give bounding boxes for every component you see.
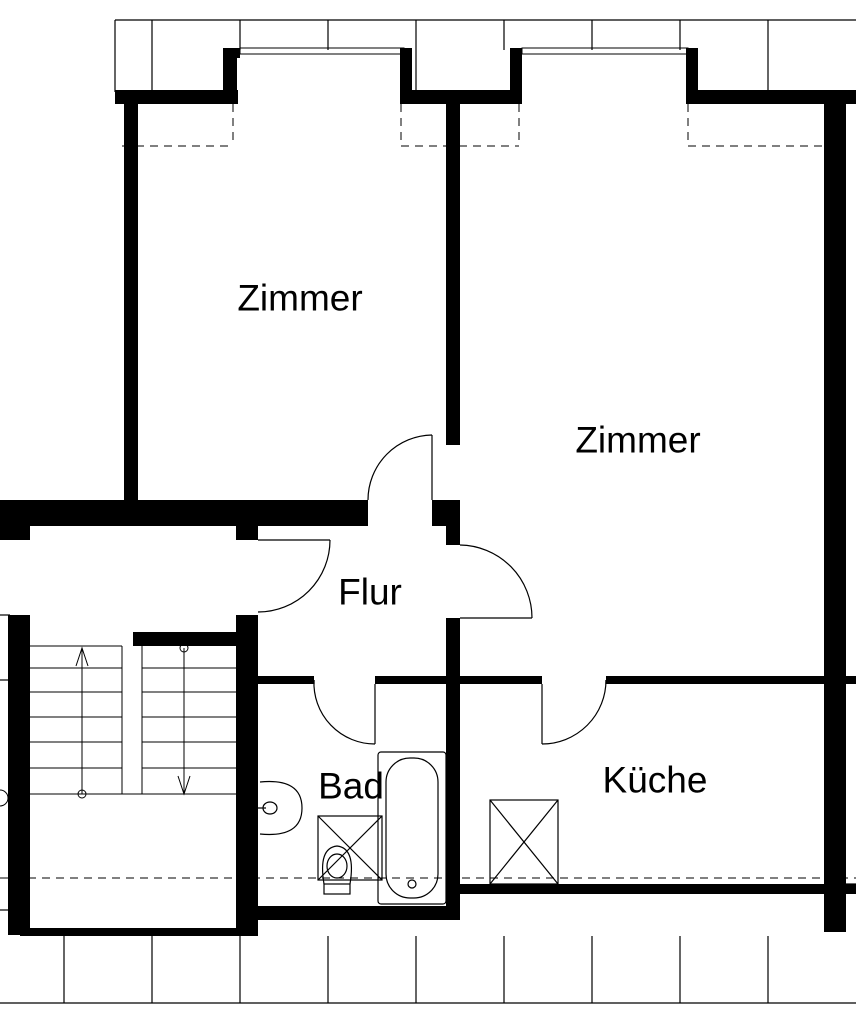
- label-flur: Flur: [338, 571, 402, 613]
- kitchen-fixture: [489, 799, 559, 885]
- dormer-windows: [239, 47, 689, 55]
- walls: [0, 48, 856, 936]
- roof-top: [114, 19, 856, 92]
- label-zimmer-right: Zimmer: [575, 419, 701, 461]
- label-bad: Bad: [318, 765, 384, 807]
- roof-bottom: [0, 936, 856, 1004]
- label-zimmer-left: Zimmer: [237, 277, 363, 319]
- doors: [257, 434, 607, 745]
- bathtub: [377, 751, 447, 905]
- washbasin: [259, 780, 303, 836]
- thin-lines: [0, 614, 856, 911]
- bathroom-fixtures: [258, 751, 447, 905]
- toilet: [323, 883, 351, 895]
- label-kueche: Küche: [602, 759, 708, 801]
- staircase: [0, 643, 236, 807]
- dashed-lines: [0, 104, 856, 879]
